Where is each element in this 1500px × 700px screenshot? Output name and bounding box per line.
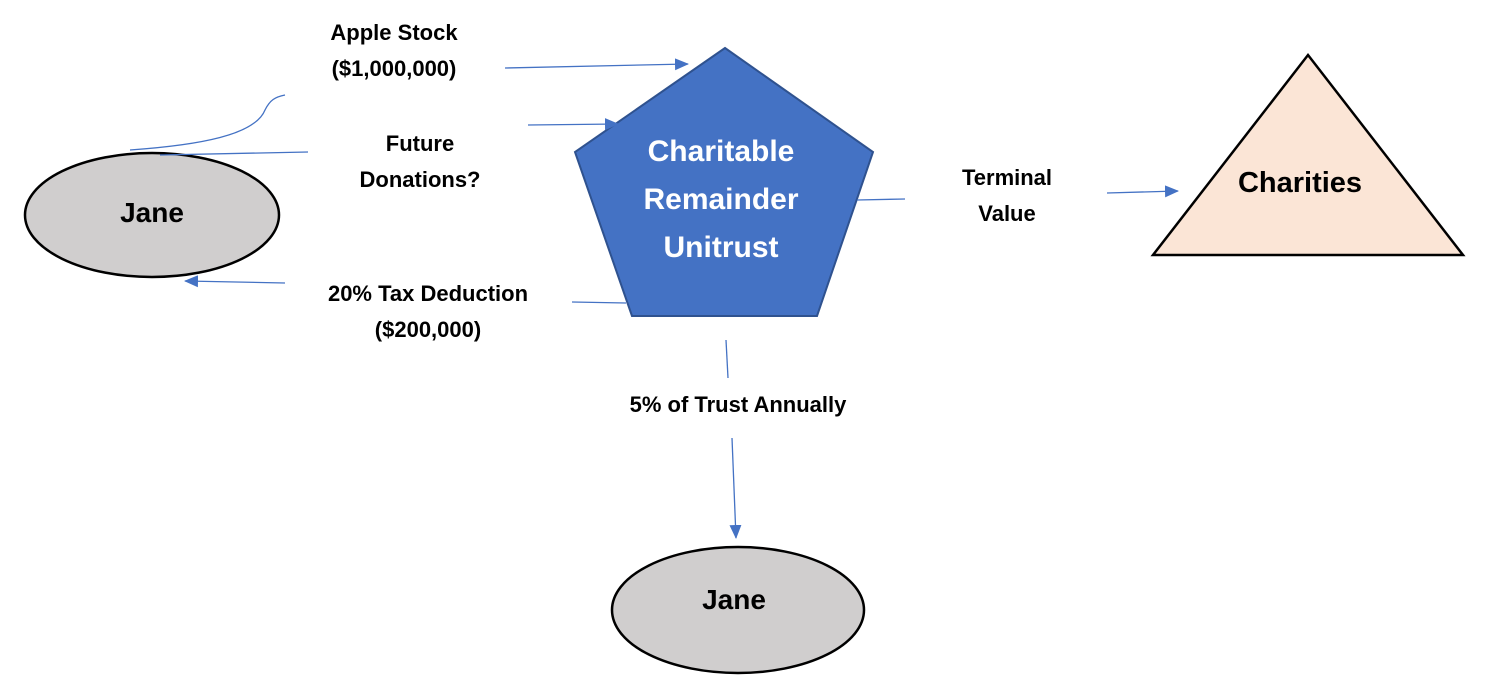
connector-annual-payout [729, 437, 742, 539]
apple-stock-line-2: ($1,000,000) [331, 56, 457, 81]
jane-bottom-text: Jane [702, 584, 766, 615]
jane-left-ellipse[interactable] [23, 151, 281, 279]
connector-tax-deduction-start [571, 301, 627, 304]
crut-label-line-1: Charitable [647, 135, 795, 168]
terminal-value-line-2: Value [978, 201, 1036, 226]
connector-jane-to-donations [159, 151, 309, 156]
terminal-value-label: Terminal Value [922, 160, 1092, 232]
charities-label: Charities [1200, 166, 1400, 201]
connector-apple-stock [504, 58, 689, 71]
jane-left-text: Jane [120, 197, 184, 228]
charities-triangle[interactable] [1150, 52, 1466, 257]
crut-label: Charitable Remainder Unitrust [600, 128, 842, 272]
future-donations-label: Future Donations? [310, 126, 530, 198]
future-donations-line-2: Donations? [359, 167, 481, 192]
charities-text: Charities [1237, 167, 1363, 199]
jane-left-label: Jane [52, 196, 252, 230]
connector-tax-deduction [184, 275, 286, 288]
connector-future-donations [527, 118, 619, 131]
jane-bottom-ellipse[interactable] [610, 545, 866, 675]
crut-label-line-2: Remainder [643, 183, 799, 216]
apple-stock-label: Apple Stock ($1,000,000) [284, 15, 504, 87]
terminal-value-line-1: Terminal [961, 165, 1053, 190]
tax-deduction-line-1: 20% Tax Deduction [327, 281, 529, 306]
apple-stock-line-1: Apple Stock [330, 20, 458, 45]
connector-terminal-value [1106, 185, 1179, 198]
jane-bottom-label: Jane [634, 583, 834, 617]
annual-payout-label: 5% of Trust Annually [588, 387, 888, 423]
crut-pentagon[interactable] [573, 46, 875, 317]
connector-terminal-value-start [856, 198, 906, 201]
tax-deduction-label: 20% Tax Deduction ($200,000) [288, 276, 568, 348]
crut-label-line-3: Unitrust [663, 231, 779, 264]
connector-payout-start [725, 339, 729, 379]
connector-apple-stock-curve [129, 94, 286, 151]
tax-deduction-line-2: ($200,000) [374, 317, 482, 342]
annual-payout-text: 5% of Trust Annually [629, 392, 847, 417]
future-donations-line-1: Future [385, 131, 455, 156]
